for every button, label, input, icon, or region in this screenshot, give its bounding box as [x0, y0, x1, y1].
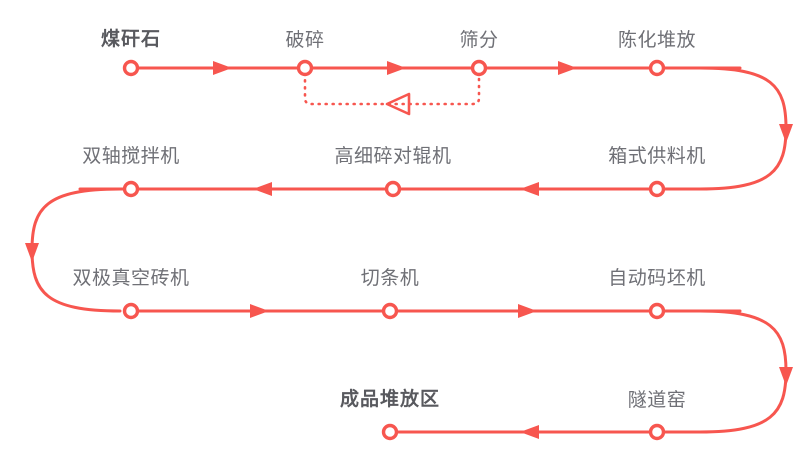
node-label-xiangshigongliaoji: 箱式供料机 [608, 146, 706, 167]
flow-node-shuangjizhenkongzhuanji[interactable] [122, 302, 140, 320]
node-label-posui: 破碎 [285, 30, 325, 51]
node-label-gaoxisuiduiganji: 高细碎对辊机 [334, 146, 452, 167]
arrowhead-uturn-right-top [779, 124, 793, 143]
arrowhead-row3-a [250, 304, 269, 318]
arrowhead-uturn-left-mid [25, 243, 39, 262]
arrowhead-row1-c [558, 61, 577, 75]
node-label-shuangjizhenkongzhuanji: 双极真空砖机 [72, 268, 190, 289]
arrowhead-uturn-right-bottom [779, 367, 793, 386]
arrowhead-row3-b [518, 304, 537, 318]
flow-node-shuangzhoujiaobanji[interactable] [122, 180, 140, 198]
arrowhead-row4-a [520, 425, 539, 439]
flow-uturn-left-mid [30, 187, 122, 313]
flow-node-qietiaoji[interactable] [381, 302, 399, 320]
flow-uturn-right-top [698, 66, 788, 191]
node-label-chengpinduifangqu: 成品堆放区 [339, 389, 441, 410]
flow-node-suidaoyao[interactable] [648, 423, 666, 441]
node-label-suidaoyao: 隧道窑 [627, 390, 687, 411]
flow-node-zidongmapeiji[interactable] [648, 302, 666, 320]
flow-node-xiangshigongliaoji[interactable] [648, 180, 666, 198]
arrowhead-row2-b [520, 182, 539, 196]
arrowhead-row1-a [213, 61, 232, 75]
arrowhead-row2-a [253, 182, 272, 196]
arrowhead-row1-b [387, 61, 406, 75]
node-label-meiganshi: 煤矸石 [100, 29, 162, 50]
node-label-qietiaoji: 切条机 [360, 268, 420, 289]
node-label-shaifen: 筛分 [459, 30, 499, 51]
arrowhead-feedback-loop [385, 92, 411, 116]
feedback-loop-dotted [303, 70, 481, 106]
node-label-zidongmapeiji: 自动码坯机 [608, 268, 706, 289]
flow-node-chengpinduifangqu[interactable] [381, 423, 399, 441]
flow-node-meiganshi[interactable] [122, 59, 140, 77]
node-label-chenhuaduifang: 陈化堆放 [617, 30, 697, 51]
flow-node-gaoxisuiduiganji[interactable] [384, 180, 402, 198]
flow-node-posui[interactable] [296, 59, 314, 77]
node-label-shuangzhoujiaobanji: 双轴搅拌机 [82, 146, 180, 167]
flow-uturn-right-bottom [698, 309, 788, 434]
flow-node-chenhuaduifang[interactable] [648, 59, 666, 77]
flow-node-shaifen[interactable] [470, 59, 488, 77]
